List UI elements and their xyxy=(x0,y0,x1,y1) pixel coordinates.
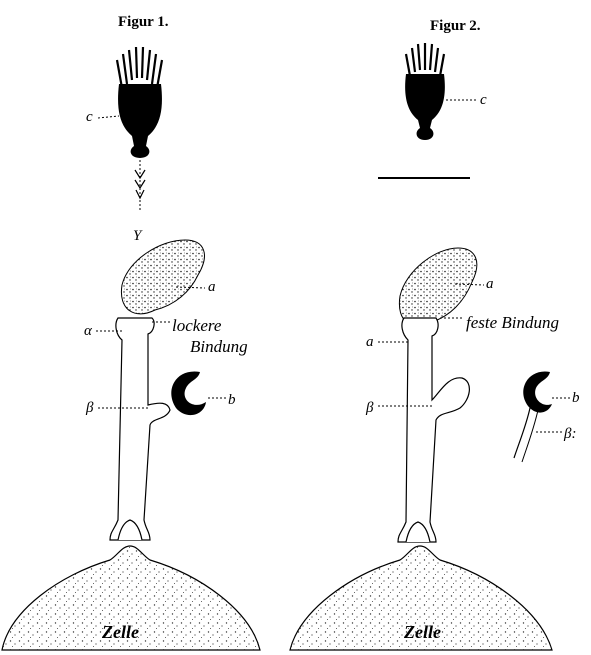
beta-detached-label: β: xyxy=(563,426,576,442)
receptor-stalk xyxy=(110,318,170,540)
complement-shape xyxy=(117,47,162,158)
amboceptor-label: a xyxy=(208,279,216,295)
amboceptor-shape xyxy=(121,240,204,314)
b-label-2: b xyxy=(572,390,580,406)
figure-2: Figur 2. c a a feste Bindung β b β: Zell… xyxy=(290,18,580,650)
cell-label: Zelle xyxy=(101,622,139,642)
b-shape-2 xyxy=(523,372,552,413)
cell-label-2: Zelle xyxy=(403,622,441,642)
b-label: b xyxy=(228,392,236,408)
bond-label-line1: lockere xyxy=(172,316,222,335)
beta-detached-tail xyxy=(514,408,530,458)
b-shape xyxy=(171,372,206,416)
complement-shape-2 xyxy=(405,43,445,140)
alpha-label-2: a xyxy=(366,334,374,350)
figure-2-title: Figur 2. xyxy=(430,18,481,34)
complement-label: c xyxy=(86,109,93,125)
alpha-label: α xyxy=(84,323,93,339)
arrow-label: Y xyxy=(133,228,143,244)
receptor-stalk-2 xyxy=(398,318,469,542)
beta-detached-tail-2 xyxy=(522,410,538,462)
figure-1-title: Figur 1. xyxy=(118,14,169,30)
amboceptor-label-2: a xyxy=(486,276,494,292)
bond-label-2: feste Bindung xyxy=(466,313,559,332)
figure-1: Figur 1. c Y a α lockere Bindung β b xyxy=(2,14,260,650)
complement-leader xyxy=(98,116,119,118)
beta-label: β xyxy=(85,400,94,416)
bond-label-line2: Bindung xyxy=(190,337,248,356)
complement-label-2: c xyxy=(480,92,487,108)
beta-label-2: β xyxy=(365,400,374,416)
